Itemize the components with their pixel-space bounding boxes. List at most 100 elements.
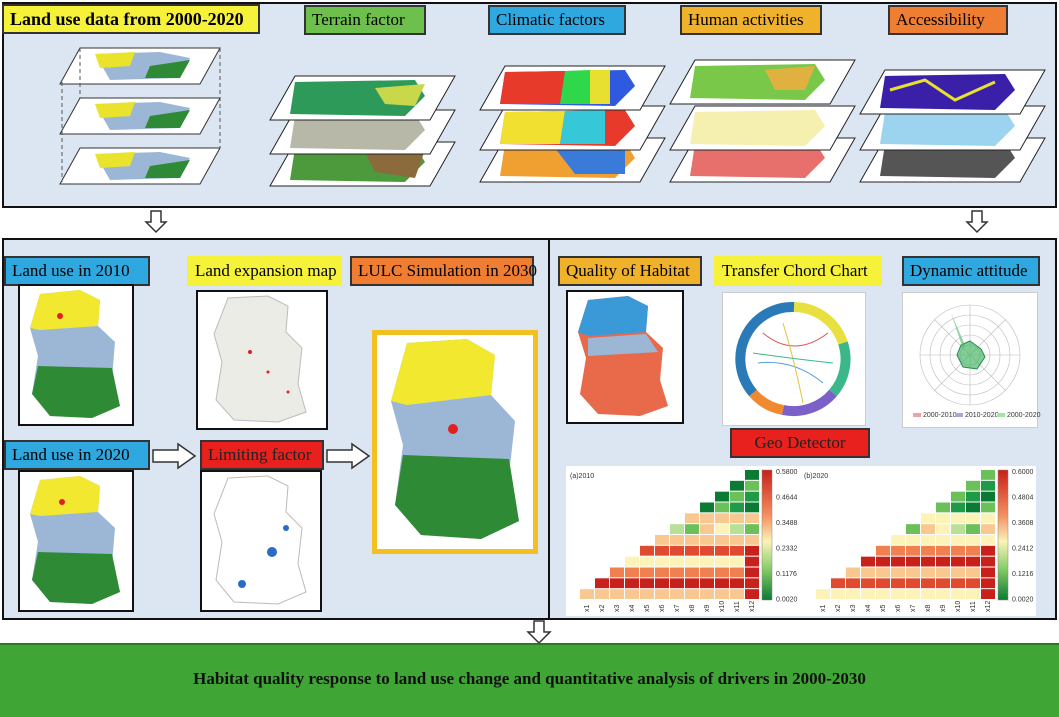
- colorbar-a: [761, 469, 773, 601]
- colorbar-tick-label: 0.3608: [1012, 520, 1034, 527]
- heatmap-cell: [715, 578, 729, 589]
- heatmap-cell: [700, 535, 714, 545]
- heatmap-cell: [745, 589, 759, 599]
- transfer-chord-chart-label: Transfer Chord Chart: [714, 256, 882, 286]
- conclusion-text: Habitat quality response to land use cha…: [193, 669, 866, 688]
- heatmap-cell: [700, 524, 714, 534]
- heatmap-cell: [670, 567, 684, 578]
- heatmap-cell: [846, 567, 860, 578]
- terrain-factor-label: Terrain factor: [304, 5, 426, 35]
- x-tick-label: x2: [835, 605, 842, 613]
- radar-legend-2010-2020: 2010-2020: [965, 412, 999, 419]
- heatmap-cell: [876, 567, 890, 578]
- colorbar-tick-label: 0.4804: [1012, 495, 1034, 502]
- x-tick-label: x10: [955, 601, 962, 612]
- heatmap-cell: [715, 545, 729, 556]
- heatmap-cell: [921, 513, 935, 524]
- heatmap-cell: [685, 567, 699, 578]
- heatmap-cell: [730, 491, 744, 502]
- heatmap-cell: [966, 491, 980, 502]
- heatmap-cell: [936, 578, 950, 589]
- heatmap-cell: [745, 535, 759, 545]
- heatmap-cell: [921, 567, 935, 578]
- heatmap-cell: [610, 589, 624, 599]
- heatmap-cell: [730, 535, 744, 545]
- heatmap-cell: [966, 578, 980, 589]
- heatmap-cell: [981, 513, 995, 524]
- heatmap-cell: [936, 535, 950, 545]
- heatmap-cell: [981, 578, 995, 589]
- heatmap-a-grid: [580, 470, 759, 599]
- land-expansion-map-label: Land expansion map: [187, 256, 342, 286]
- x-tick-label: x3: [614, 605, 621, 613]
- land-use-data-label: Land use data from 2000-2020: [2, 4, 260, 34]
- heatmap-cell: [730, 480, 744, 491]
- heatmap-cell: [625, 589, 639, 599]
- land-expansion-map: [196, 290, 328, 430]
- heatmap-cell: [640, 567, 654, 578]
- climatic-factors-label: Climatic factors: [488, 5, 626, 35]
- human-activities-layer-stack: [669, 59, 856, 183]
- heatmap-a-title: (a)2010: [570, 473, 594, 480]
- heatmap-cell: [745, 480, 759, 491]
- colorbar-tick-label: 0.6000: [1012, 469, 1034, 476]
- heatmap-cell: [861, 556, 875, 567]
- conclusion-bar: Habitat quality response to land use cha…: [0, 643, 1059, 717]
- accessibility-layer-stack: [859, 69, 1046, 183]
- colorbar-tick-label: 0.1216: [1012, 571, 1034, 578]
- heatmap-cell: [610, 567, 624, 578]
- heatmap-cell: [685, 556, 699, 567]
- heatmap-cell: [951, 545, 965, 556]
- heatmap-cell: [670, 535, 684, 545]
- heatmap-cell: [730, 502, 744, 513]
- heatmap-cell: [861, 589, 875, 599]
- heatmap-cell: [876, 578, 890, 589]
- heatmap-cell: [640, 556, 654, 567]
- heatmap-cell: [921, 589, 935, 599]
- x-tick-label: x6: [659, 605, 666, 613]
- heatmap-cell: [685, 578, 699, 589]
- heatmap-cell: [745, 578, 759, 589]
- heatmap-cell: [921, 545, 935, 556]
- x-tick-label: x11: [970, 601, 977, 612]
- heatmap-cell: [730, 567, 744, 578]
- heatmap-cell: [921, 535, 935, 545]
- heatmap-cell: [655, 556, 669, 567]
- heatmap-cell: [685, 589, 699, 599]
- colorbar-b: [997, 469, 1009, 601]
- colorbar-ticks: 0.58000.46440.34880.23320.11760.00200.60…: [776, 469, 1034, 604]
- heatmap-cell: [891, 567, 905, 578]
- colorbar-tick-label: 0.2332: [776, 546, 798, 553]
- x-tick-label: x12: [749, 601, 756, 612]
- x-tick-label: x7: [910, 605, 917, 613]
- heatmap-cell: [610, 578, 624, 589]
- heatmap-cell: [730, 556, 744, 567]
- heatmap-cell: [981, 589, 995, 599]
- heatmap-cell: [730, 578, 744, 589]
- heatmap-cell: [861, 567, 875, 578]
- heatmap-cell: [700, 589, 714, 599]
- heatmap-cell: [921, 578, 935, 589]
- heatmap-cell: [951, 502, 965, 513]
- heatmap-cell: [745, 513, 759, 524]
- heatmap-cell: [981, 545, 995, 556]
- heatmap-cell: [700, 578, 714, 589]
- human-activities-label: Human activities: [680, 5, 822, 35]
- heatmap-cell: [730, 589, 744, 599]
- x-tick-label: x12: [985, 601, 992, 612]
- accessibility-label: Accessibility: [888, 5, 1008, 35]
- dynamic-attitude-label: Dynamic attitude: [902, 256, 1040, 286]
- heatmap-cell: [700, 556, 714, 567]
- heatmap-cell: [655, 567, 669, 578]
- x-tick-label: x9: [704, 605, 711, 613]
- colorbar-tick-label: 0.3488: [776, 520, 798, 527]
- heatmap-cell: [951, 513, 965, 524]
- heatmap-cell: [936, 502, 950, 513]
- heatmap-cell: [936, 589, 950, 599]
- heatmap-cell: [715, 589, 729, 599]
- heatmap-cell: [580, 589, 594, 599]
- heatmap-cell: [640, 578, 654, 589]
- lulc-simulation-label: LULC Simulation in 2030: [350, 256, 537, 286]
- x-tick-label: x3: [850, 605, 857, 613]
